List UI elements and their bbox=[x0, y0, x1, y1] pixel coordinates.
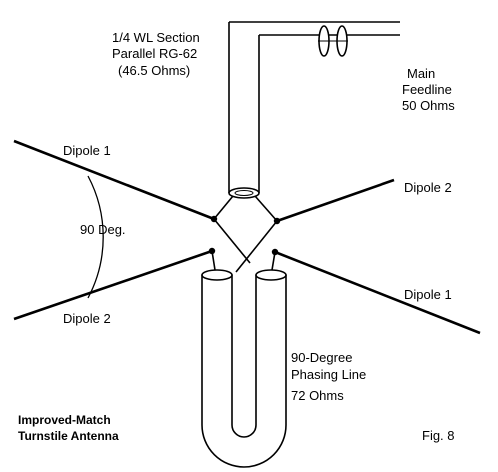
section-label: Parallel RG-62 bbox=[112, 46, 197, 61]
dipole-1-right-element bbox=[274, 250, 481, 335]
section-label: 1/4 WL Section bbox=[112, 30, 200, 45]
feed-leads bbox=[211, 195, 278, 273]
diagram-title: Turnstile Antenna bbox=[18, 429, 119, 443]
feedline-label: Main bbox=[407, 66, 435, 81]
quarter-wave-section bbox=[228, 21, 400, 199]
diagram-title: Improved-Match bbox=[18, 413, 111, 427]
phasing-line-end-ellipse bbox=[201, 269, 233, 281]
coax-end-ellipse bbox=[228, 187, 260, 199]
feedline-label: Feedline bbox=[402, 82, 452, 97]
phasing-line bbox=[201, 269, 287, 468]
section-label: (46.5 Ohms) bbox=[118, 63, 190, 78]
dipole-1-label: Dipole 1 bbox=[63, 143, 111, 158]
dipole-2-label: Dipole 2 bbox=[63, 311, 111, 326]
phasing-line-label: 72 Ohms bbox=[291, 388, 344, 403]
feedline-label: 50 Ohms bbox=[402, 98, 455, 113]
dipole-1-left-element bbox=[13, 139, 215, 221]
dipole-2-left-element bbox=[13, 249, 213, 321]
figure-number: Fig. 8 bbox=[422, 428, 455, 443]
dipole-2-right-element bbox=[276, 178, 395, 223]
phasing-line-label: Phasing Line bbox=[291, 367, 366, 382]
angle-arc bbox=[87, 175, 104, 299]
phasing-line-label: 90-Degree bbox=[291, 350, 352, 365]
angle-label: 90 Deg. bbox=[80, 222, 126, 237]
coax-end-inner bbox=[234, 190, 254, 196]
dipole-1-label: Dipole 1 bbox=[404, 287, 452, 302]
dipole-2-label: Dipole 2 bbox=[404, 180, 452, 195]
phasing-line-end-ellipse bbox=[255, 269, 287, 281]
